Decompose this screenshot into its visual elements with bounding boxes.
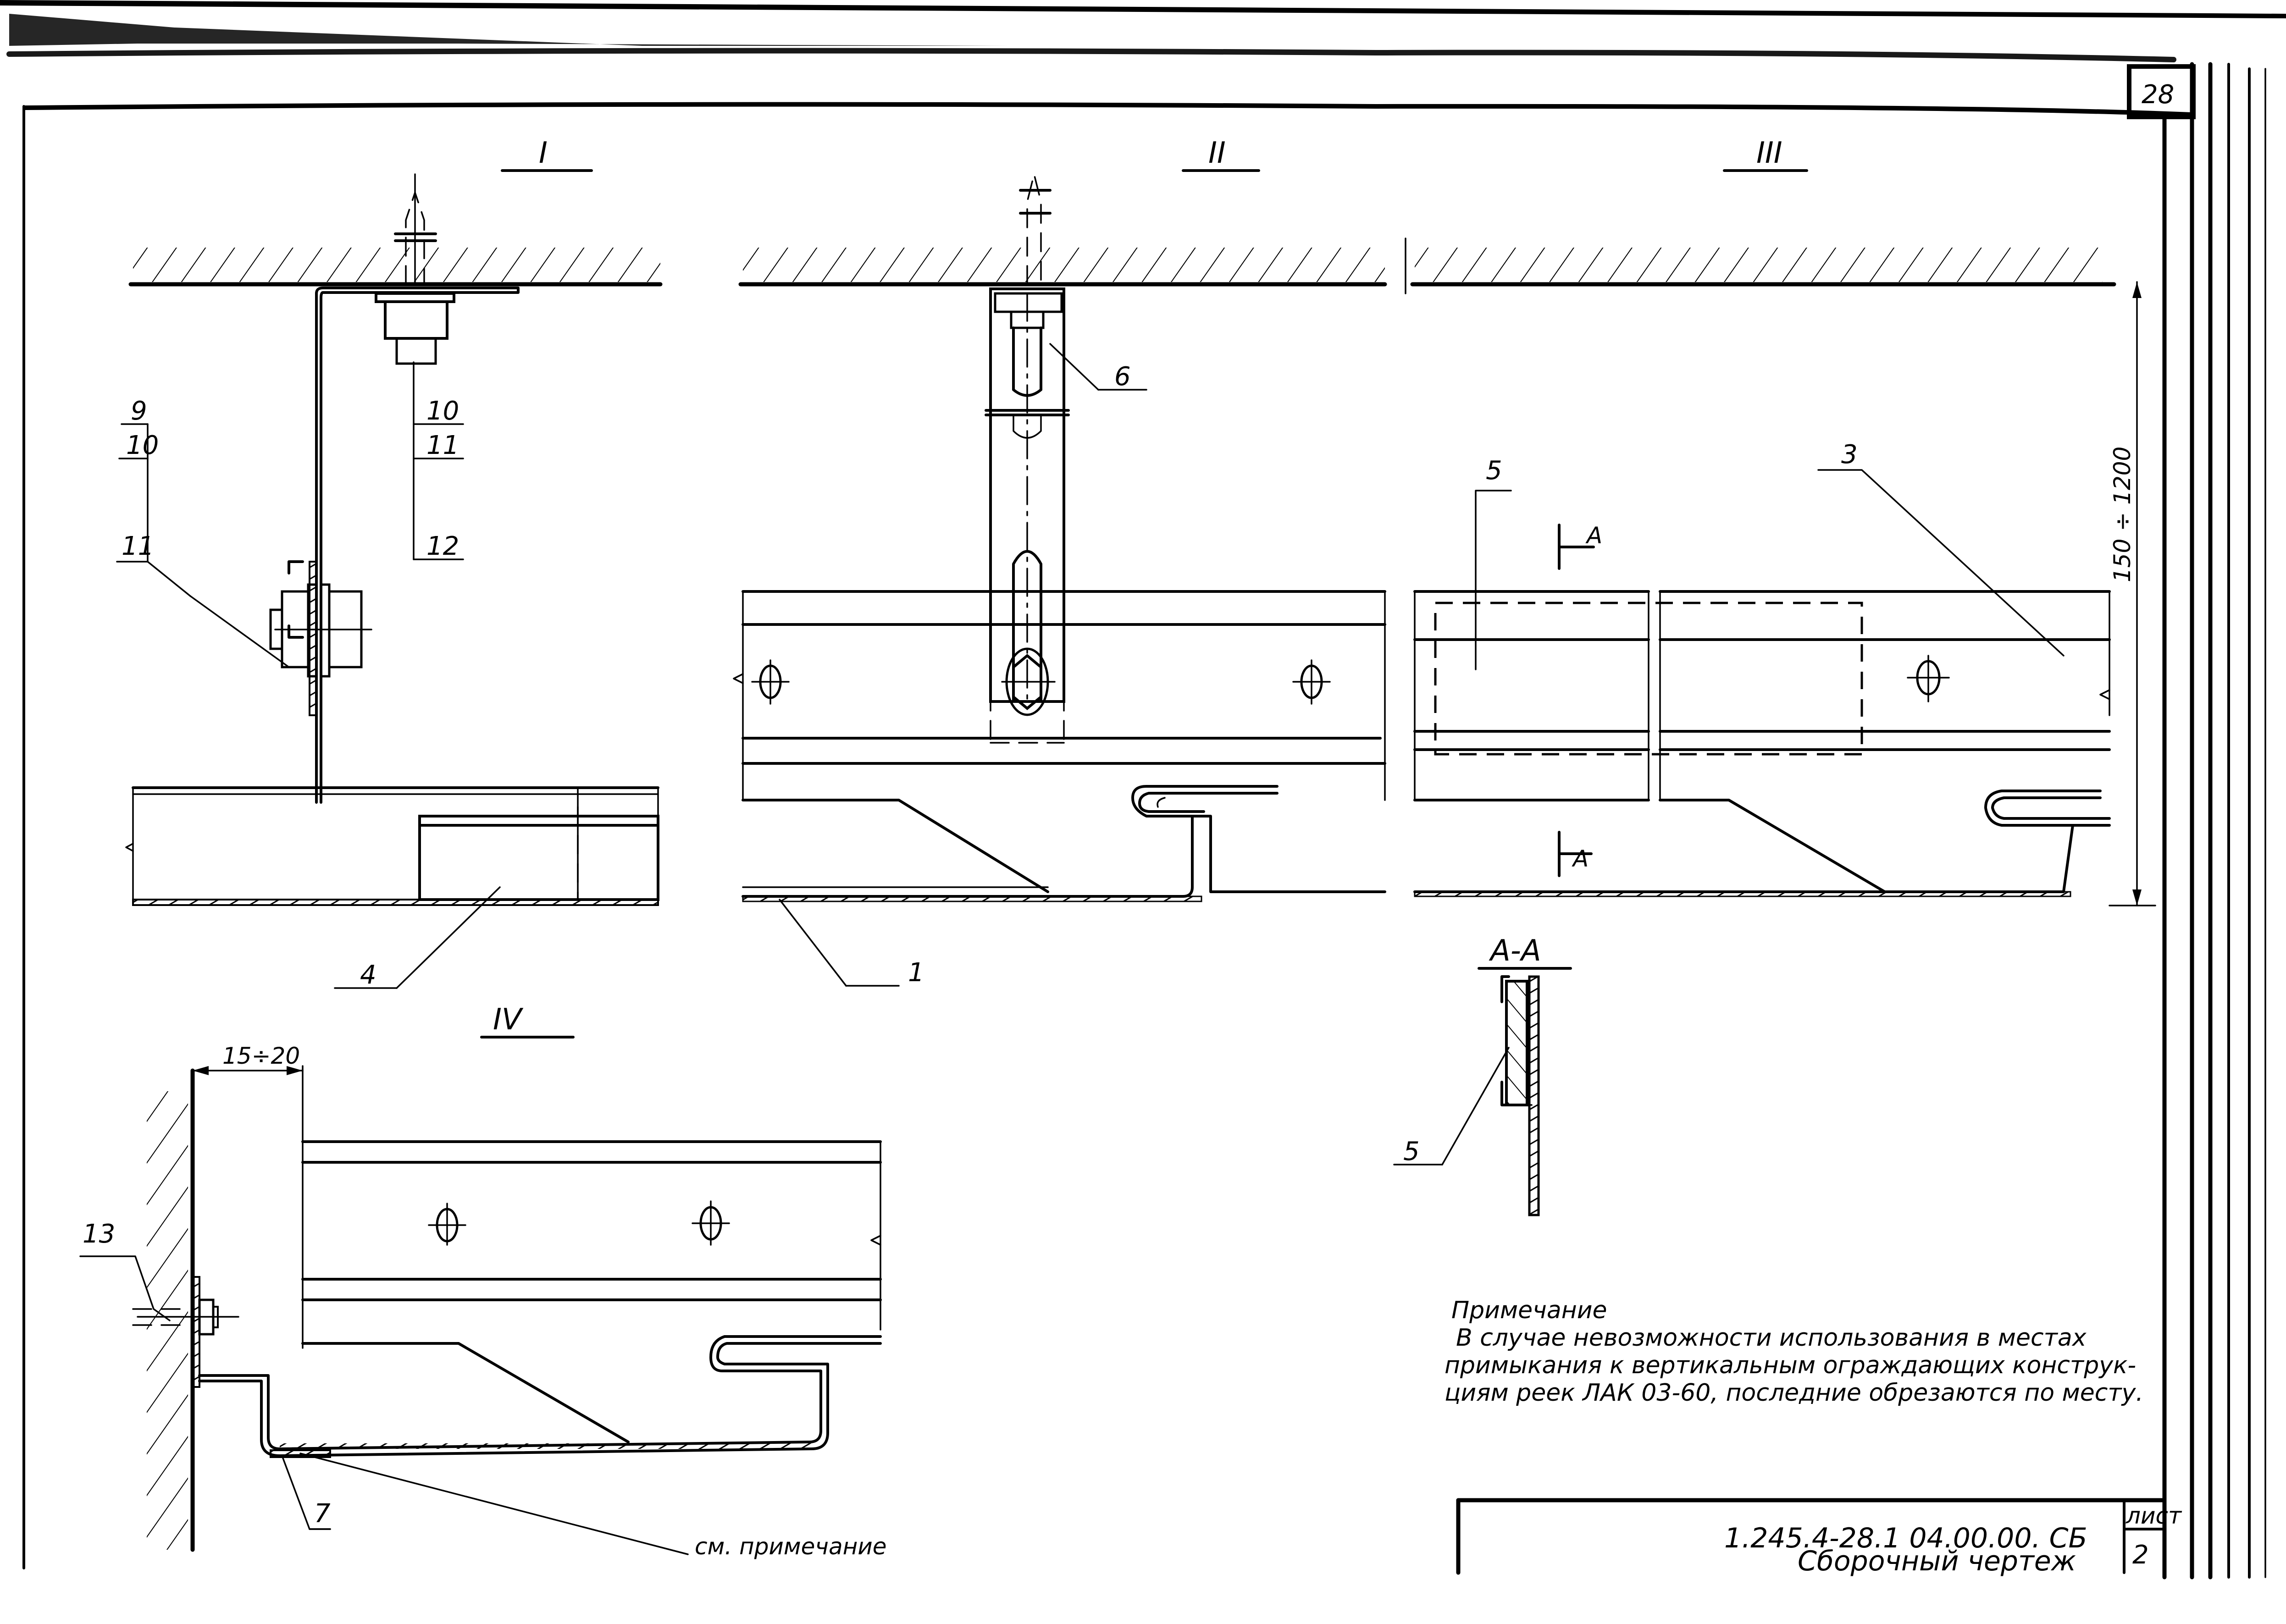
callout-9-left: 9: [131, 396, 147, 426]
note-heading: Примечание: [1451, 1297, 1607, 1324]
callout-3: 3: [1841, 440, 1858, 470]
document-code: 1.245.4-28.1 04.00.00. СБ: [1724, 1522, 2087, 1554]
page-number: 28: [2142, 80, 2174, 110]
callout-6: 6: [1114, 362, 1131, 392]
view-1-title: I: [539, 136, 548, 170]
view-3-title: III: [1756, 136, 1782, 170]
document-title: Сборочный чертеж: [1798, 1545, 2076, 1577]
callout-11-left: 11: [122, 531, 154, 561]
note-block: Примечание В случае невозможности исполь…: [1445, 1297, 2143, 1407]
section-aa-title: А-А: [1489, 934, 1541, 968]
sheet-frame: [22, 62, 2266, 1580]
dimension-150-1200: 150 ÷ 1200: [2109, 447, 2136, 582]
section-mark-bottom: A: [1572, 845, 1589, 872]
see-note-label: см. примечание: [695, 1533, 887, 1560]
view-4: IV 15÷20 13: [79, 1003, 887, 1560]
view-4-title: IV: [493, 1003, 524, 1037]
scan-artifacts: [0, 0, 2286, 62]
note-line-1: В случае невозможности использования в м…: [1456, 1324, 2087, 1352]
title-block: лист 2 1.245.4-28.1 04.00.00. СБ Сборочн…: [1456, 1498, 2182, 1577]
callout-7: 7: [314, 1499, 331, 1529]
callout-1: 1: [908, 958, 924, 988]
callout-13: 13: [83, 1219, 115, 1249]
callout-5-section: 5: [1403, 1137, 1420, 1166]
callout-10-right: 10: [426, 396, 459, 426]
note-line-3: циям реек ЛАК 03-60, последние обрезаютс…: [1445, 1379, 2143, 1407]
view-3: III 150 ÷ 1200 5 3 A A: [1405, 136, 2156, 906]
section-mark-top: A: [1585, 522, 1602, 549]
callout-10-left: 10: [126, 431, 159, 460]
callout-11-right: 11: [426, 431, 459, 460]
page-number-box: 28: [2127, 64, 2196, 119]
sheet-number: 2: [2132, 1540, 2149, 1570]
section-aa: А-А 5: [1393, 934, 1572, 1216]
callout-5: 5: [1486, 456, 1502, 486]
note-line-2: примыкания к вертикальным ограждающих ко…: [1445, 1352, 2136, 1379]
sheet-label: лист: [2125, 1502, 2182, 1529]
view-2: II 6: [733, 136, 1387, 988]
dimension-15-20: 15÷20: [222, 1043, 300, 1069]
callout-4: 4: [360, 960, 376, 990]
callout-12-right: 12: [426, 531, 459, 561]
view-2-title: II: [1208, 136, 1226, 170]
view-1: I 10 11 12 9 10 11: [116, 136, 663, 990]
